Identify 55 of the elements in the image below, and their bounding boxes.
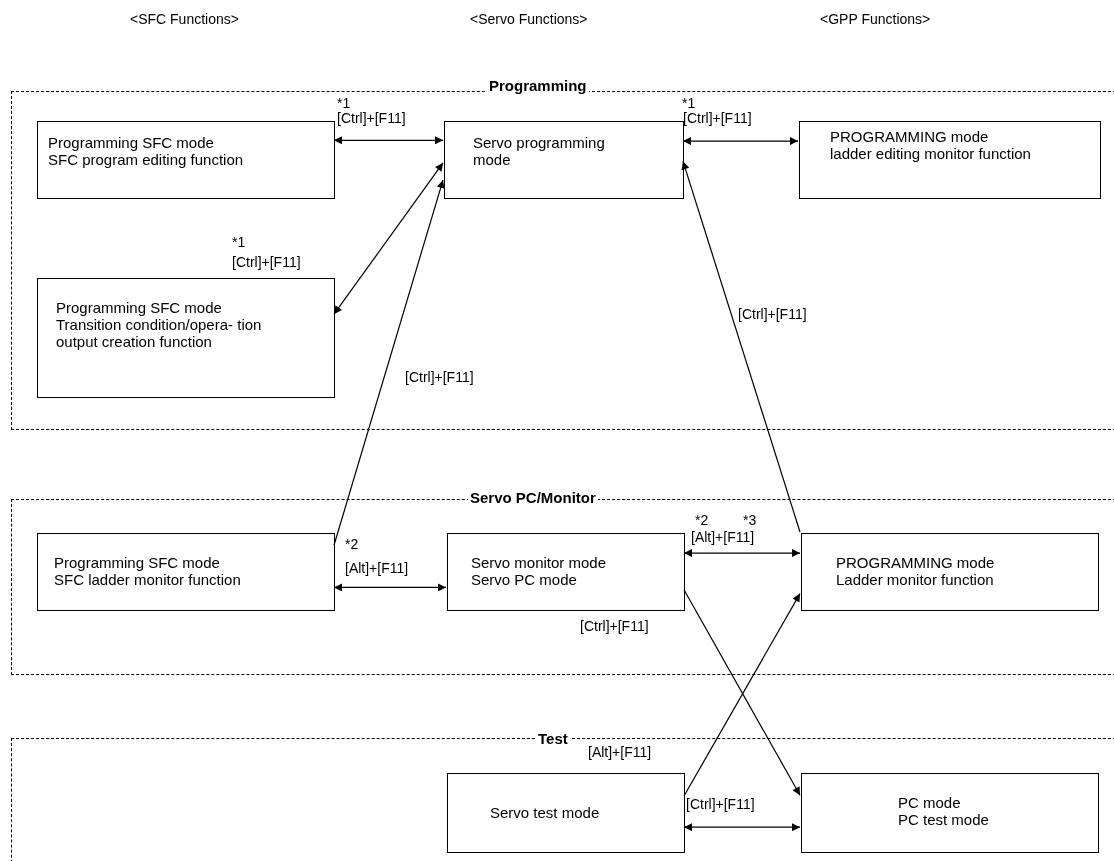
footnote-mark: *1	[337, 96, 351, 110]
arrow	[333, 179, 445, 546]
mode-text: Servo programming mode	[473, 134, 606, 168]
footnote-mark: *2	[345, 537, 359, 551]
edge-label: [Ctrl]+[F11]	[686, 797, 755, 811]
mode-box	[799, 121, 1101, 199]
footnote-mark: *2	[695, 513, 709, 527]
edge-label: [Alt]+[F11]	[588, 745, 652, 759]
column-heading: <Servo Functions>	[470, 12, 588, 26]
mode-box	[37, 533, 335, 611]
arrow	[683, 823, 801, 832]
group-title: Servo PC/Monitor	[468, 490, 598, 505]
arrow	[333, 162, 444, 315]
mode-box	[801, 533, 1099, 611]
mode-box	[37, 121, 335, 199]
edge-label: [Ctrl]+[F11]	[580, 619, 649, 633]
arrow	[333, 583, 447, 592]
mode-text: PC mode	[898, 794, 962, 811]
footnote-mark: *3	[743, 513, 757, 527]
arrow	[682, 137, 799, 146]
mode-box	[37, 278, 335, 398]
mode-text: SFC ladder monitor function	[54, 571, 242, 588]
mode-text: Programming SFC mode	[48, 134, 215, 151]
mode-text: Transition condition/opera- tion output creation function	[56, 316, 263, 350]
mode-text: Programming SFC mode	[54, 554, 221, 571]
footnote-mark: *1	[682, 96, 696, 110]
edge-label: [Alt]+[F11]	[345, 561, 409, 575]
mode-text: Programming SFC mode	[56, 299, 223, 316]
edge-label: [Ctrl]+[F11]	[683, 111, 752, 125]
mode-text: PROGRAMMING mode	[830, 128, 990, 145]
mode-box	[444, 121, 684, 199]
mode-text: Servo monitor mode	[471, 554, 608, 571]
mode-box	[447, 773, 685, 853]
column-heading: <GPP Functions>	[820, 12, 931, 26]
mode-text: PC test mode	[898, 811, 990, 828]
group-title: Programming	[487, 78, 589, 93]
footnote-mark: *1	[232, 235, 246, 249]
edge-label: [Alt]+[F11]	[691, 530, 755, 544]
edge-label: [Ctrl]+[F11]	[337, 111, 406, 125]
group-title: Test	[536, 731, 570, 746]
mode-text: Servo test mode	[490, 804, 601, 821]
mode-text: ladder editing monitor function	[830, 145, 1032, 162]
mode-box	[801, 773, 1099, 853]
edge-label: [Ctrl]+[F11]	[738, 307, 807, 321]
edge-label: [Ctrl]+[F11]	[405, 370, 474, 384]
arrow	[333, 136, 444, 145]
mode-text: Ladder monitor function	[836, 571, 995, 588]
edge-label: [Ctrl]+[F11]	[232, 255, 301, 269]
arrow	[683, 549, 801, 558]
mode-text: PROGRAMMING mode	[836, 554, 996, 571]
arrow	[681, 160, 801, 533]
mode-text: Servo PC mode	[471, 571, 578, 588]
mode-box	[447, 533, 685, 611]
column-heading: <SFC Functions>	[130, 12, 239, 26]
mode-text: SFC program editing function	[48, 151, 245, 168]
